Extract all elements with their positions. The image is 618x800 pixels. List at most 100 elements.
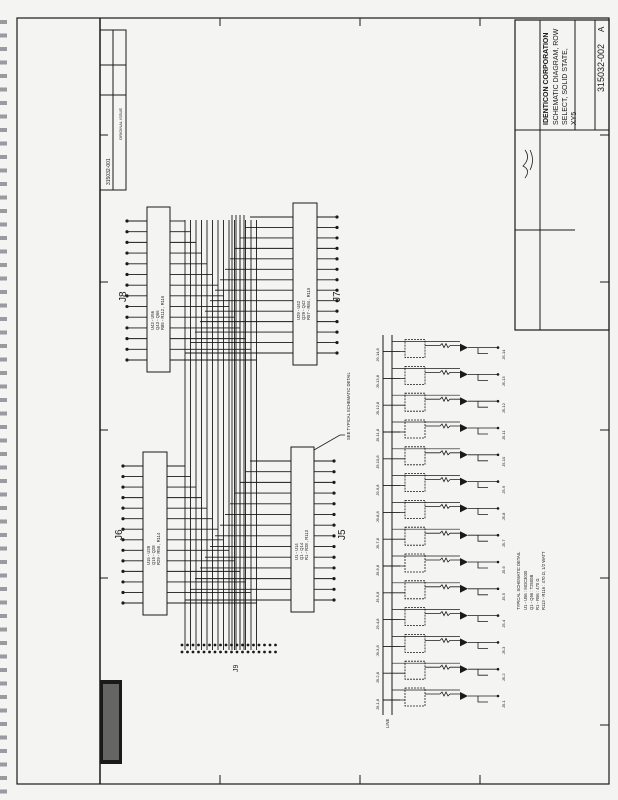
detail-output-label: J5-6 bbox=[501, 565, 506, 574]
detail-row bbox=[383, 365, 500, 385]
binding-hole bbox=[0, 398, 7, 402]
detail-row bbox=[383, 607, 500, 626]
j9-label: J9 bbox=[233, 665, 240, 673]
triac bbox=[460, 611, 468, 620]
resistor bbox=[400, 610, 460, 620]
j9-pin bbox=[224, 643, 228, 647]
triac bbox=[460, 692, 468, 700]
j8-pin bbox=[125, 219, 129, 223]
binding-hole bbox=[0, 344, 7, 348]
detail-note-4: R113 - R116 : 470 Ω, 1/2 WATT bbox=[541, 551, 546, 610]
j7-pin bbox=[335, 278, 339, 282]
triac bbox=[460, 638, 468, 647]
j5-parts-1: U1 - U14 bbox=[294, 543, 299, 560]
optocoupler bbox=[404, 660, 426, 680]
output-terminal bbox=[496, 641, 500, 644]
j5-pin bbox=[332, 491, 336, 495]
binding-hole bbox=[0, 479, 7, 483]
binding-hole bbox=[0, 749, 7, 753]
j7-pin bbox=[335, 340, 339, 345]
output-terminal bbox=[496, 346, 500, 349]
detail-output-label: J5-11 bbox=[501, 430, 506, 440]
j7-label: J7 bbox=[332, 291, 343, 302]
j9-pin bbox=[263, 643, 266, 647]
resistor bbox=[400, 503, 460, 513]
binding-hole bbox=[0, 465, 7, 470]
binding-holes bbox=[0, 20, 7, 794]
j9-pin bbox=[252, 650, 255, 654]
binding-hole bbox=[0, 627, 7, 632]
detail-row bbox=[383, 446, 500, 466]
triac bbox=[460, 584, 468, 593]
binding-hole bbox=[0, 357, 7, 362]
revision-number: 315032-001 bbox=[106, 158, 112, 185]
binding-hole bbox=[0, 438, 7, 443]
j6-parts-1: U15 - U28 bbox=[146, 545, 151, 565]
binding-hole bbox=[0, 560, 7, 564]
detail-input-label: J9-10,8 bbox=[375, 455, 380, 469]
j9-pin bbox=[257, 650, 261, 654]
binding-hole bbox=[0, 209, 7, 213]
binding-hole bbox=[0, 776, 7, 780]
resistor bbox=[400, 476, 460, 486]
j5-pin bbox=[332, 512, 336, 517]
j7-pin bbox=[335, 299, 339, 303]
resistor bbox=[400, 637, 460, 647]
detail-output-label: J5-12 bbox=[501, 402, 506, 413]
drawing-number: 315032-002 bbox=[596, 44, 606, 92]
optocoupler bbox=[404, 473, 426, 493]
binding-hole bbox=[0, 33, 7, 38]
j8-pin bbox=[125, 315, 129, 319]
detail-input-label: J9-4,8 bbox=[375, 618, 380, 630]
binding-hole bbox=[0, 20, 7, 24]
schematic-drawing bbox=[121, 202, 500, 715]
triac bbox=[460, 397, 468, 406]
detail-output-label: J5-4 bbox=[501, 619, 506, 628]
detail-input-label: J9-8,8 bbox=[375, 511, 380, 523]
j8-pin bbox=[125, 358, 129, 362]
binding-hole bbox=[0, 74, 7, 78]
j9-pin bbox=[257, 643, 261, 647]
output-terminal bbox=[496, 694, 500, 698]
detail-note-3: R1 - R56 : 470 Ω bbox=[535, 578, 540, 610]
detail-row bbox=[383, 687, 500, 707]
binding-hole bbox=[0, 371, 7, 375]
outer-border bbox=[16, 17, 610, 785]
j7-pin bbox=[335, 236, 339, 240]
j5-pin bbox=[332, 555, 336, 559]
j7-pin bbox=[335, 330, 339, 334]
detail-output-label: J5-9 bbox=[501, 485, 506, 494]
triac bbox=[460, 504, 468, 513]
output-terminal bbox=[496, 507, 500, 510]
binding-hole bbox=[0, 546, 7, 551]
j9-pin bbox=[230, 650, 233, 654]
j7-pin bbox=[335, 225, 339, 230]
j5-pin bbox=[332, 480, 336, 484]
binding-hole bbox=[0, 654, 7, 659]
j8-pin bbox=[125, 337, 129, 341]
binding-hole bbox=[0, 141, 7, 146]
optocoupler bbox=[404, 526, 426, 546]
j5-pin bbox=[332, 566, 336, 570]
j7-pin bbox=[335, 246, 339, 250]
j8-pin bbox=[125, 272, 129, 277]
j6-pin bbox=[121, 580, 125, 584]
j9-pin bbox=[186, 650, 189, 654]
callout-note: SEE TYPICAL SCHEMATIC DETAIL bbox=[346, 372, 351, 440]
resistor bbox=[400, 449, 460, 460]
j6-pin bbox=[121, 506, 125, 510]
binding-hole bbox=[0, 614, 7, 618]
output-terminal bbox=[496, 480, 500, 483]
j6-parts-2: Q15 - Q28 bbox=[151, 545, 156, 565]
binding-hole bbox=[0, 681, 7, 686]
j8-parts-2: Q43 - Q56 bbox=[155, 310, 160, 330]
triac bbox=[460, 343, 468, 352]
detail-input-label: J9-12,8 bbox=[375, 401, 380, 415]
j5-pin bbox=[332, 523, 336, 527]
j6-pin bbox=[121, 496, 125, 500]
j8-pin bbox=[125, 262, 129, 266]
j9-pin bbox=[202, 650, 206, 654]
title-line-1: SCHEMATIC DIAGRAM, ROW bbox=[553, 28, 560, 125]
detail-output-label: J5-2 bbox=[501, 673, 506, 682]
binding-hole bbox=[0, 236, 7, 240]
